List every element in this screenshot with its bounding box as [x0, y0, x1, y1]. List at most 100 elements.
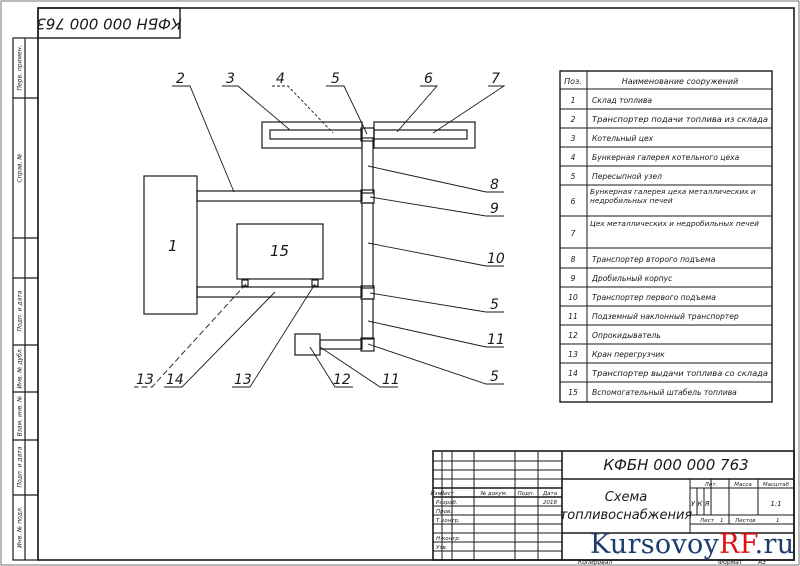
callout-5-top: 5: [331, 71, 340, 87]
callout-9: 9: [490, 201, 499, 217]
legend-name: Цех металлических и недробильных печей: [590, 219, 759, 228]
role-tkontr: Т.контр.: [436, 518, 460, 524]
top-code-text: КФБН 000 000 763: [36, 15, 181, 33]
format-label: Формат: [718, 559, 743, 566]
conveyor-from-pile: [196, 286, 363, 298]
boiler-shop-block: [261, 121, 363, 149]
legend-pos: 3: [571, 134, 576, 143]
callout-11-bottom: 11: [382, 372, 400, 388]
margin-label-vzam: Взам. инв. №: [17, 396, 24, 437]
margin-label-podp-2: Подп. и дата: [17, 446, 24, 487]
transfer-node-middle: [360, 285, 375, 300]
margin-label-inv-dubl: Инв. № дубл.: [17, 347, 24, 388]
legend-name: Транспортер подачи топлива из склада: [592, 115, 768, 124]
warehouse-label: 1: [168, 237, 178, 255]
legend-rows: 1 Склад топлива 2 Транспортер подачи топ…: [568, 96, 768, 397]
sheets-label: Листов: [734, 518, 756, 524]
callout-12: 12: [333, 372, 351, 388]
scale-value: 1:1: [770, 500, 781, 508]
warehouse-block: [143, 175, 198, 315]
sheet-label: Лист: [699, 518, 715, 524]
legend-name-wrap: Цех металлических и недробильных печей: [590, 219, 759, 228]
legend-pos: 12: [568, 331, 578, 340]
legend-pos: 1: [571, 96, 576, 105]
legend-table: [559, 70, 773, 403]
furnace-gallery-bar: [373, 129, 468, 140]
lit-mark-k: К: [698, 500, 704, 508]
role-utv: Утв.: [436, 545, 448, 551]
callout-13-left: 13: [136, 372, 154, 388]
mass-label: Масса: [734, 482, 752, 488]
callout-10: 10: [487, 251, 505, 267]
callout-5-bottom: 5: [490, 369, 499, 385]
callout-13-right: 13: [234, 372, 252, 388]
lit-mark-u: У: [691, 500, 696, 508]
legend-name: Вспомогательный штабель топлива: [592, 388, 737, 397]
lit-label: Лит.: [704, 482, 718, 488]
legend-name: Дробильный корпус: [591, 274, 673, 283]
role-prov: Пров.: [436, 509, 452, 515]
sheet-value: 1: [720, 518, 724, 524]
legend-name: Склад топлива: [592, 96, 652, 105]
margin-label-podp-1: Подп. и дата: [17, 290, 24, 331]
format-value: А3: [757, 559, 766, 566]
legend-name: Подземный наклонный транспортер: [592, 312, 739, 321]
legend-name: Пересыпной узел: [592, 172, 662, 181]
scheme-diagram: [143, 121, 476, 356]
legend-name: Опрокидыватель: [592, 331, 661, 340]
crane-wheel-left: [241, 279, 249, 287]
leader-lines: [134, 85, 506, 388]
lit-mark-ya: Я: [704, 500, 710, 508]
legend-pos: 2: [571, 115, 576, 124]
vertical-conveyor-upper: [361, 137, 374, 194]
legend-name: Кран перегрузчик: [592, 350, 665, 359]
callout-3: 3: [226, 71, 235, 87]
margin-label-sprav: Справ. №: [17, 153, 24, 182]
legend-pos: 6: [571, 197, 576, 206]
drawing-frame: [37, 7, 795, 561]
legend-pos: 9: [571, 274, 576, 283]
legend-pos: 7: [571, 229, 576, 238]
legend-pos: 15: [568, 388, 578, 397]
auxiliary-pile-block: [236, 223, 324, 280]
title-block: [432, 450, 795, 561]
legend-name-wrap: Бункерная галерея цеха металлических и н…: [590, 187, 756, 205]
legend-name: Транспортер выдачи топлива со склада: [592, 369, 768, 378]
kursovoyrf-logo: KursovoyRF.ru: [590, 529, 795, 560]
callout-4: 4: [276, 71, 285, 87]
legend-pos: 10: [568, 293, 578, 302]
title-line-1: Схема: [605, 490, 648, 505]
copied-label: Копировал: [578, 559, 612, 566]
scale-label: Масштаб: [763, 482, 790, 488]
title-line-2: топливоснабжения: [560, 508, 693, 523]
vertical-conveyor-middle: [361, 202, 374, 289]
callout-11-right: 11: [487, 332, 505, 348]
title-code: КФБН 000 000 763: [603, 456, 748, 474]
top-code-stamp: КФБН 000 000 763: [36, 7, 182, 39]
callout-6: 6: [424, 71, 433, 87]
callout-8: 8: [490, 177, 499, 193]
col-header-izm: Изм.: [431, 491, 444, 497]
conveyor-from-warehouse: [196, 190, 363, 202]
date-value: 2018: [543, 500, 557, 506]
title-block-labels: Изм. Лист № докум. Подп. Дата 2018 Разра…: [431, 482, 790, 566]
legend-name: Бункерная галерея котельного цеха: [592, 153, 740, 162]
col-header-podp: Подп.: [518, 491, 535, 497]
col-header-data: Дата: [542, 491, 558, 497]
pile-label: 15: [270, 242, 289, 260]
role-nkontr: Н.контр.: [436, 536, 461, 542]
unloader-conveyor: [319, 339, 363, 350]
legend-pos: 13: [568, 350, 578, 359]
tipper-block: [294, 333, 321, 356]
legend-header-pos: Поз.: [564, 77, 582, 86]
legend-name: Котельный цех: [592, 134, 654, 143]
margin-label-inv-podl: Инв. № подл.: [17, 506, 24, 547]
callout-7: 7: [491, 71, 500, 87]
margin-label-perv-primen: Перв. примен.: [17, 45, 24, 90]
legend-pos: 11: [568, 312, 578, 321]
legend-header-name: Наименование сооружений: [622, 77, 738, 86]
callout-2: 2: [176, 71, 185, 87]
callout-14: 14: [166, 372, 184, 388]
